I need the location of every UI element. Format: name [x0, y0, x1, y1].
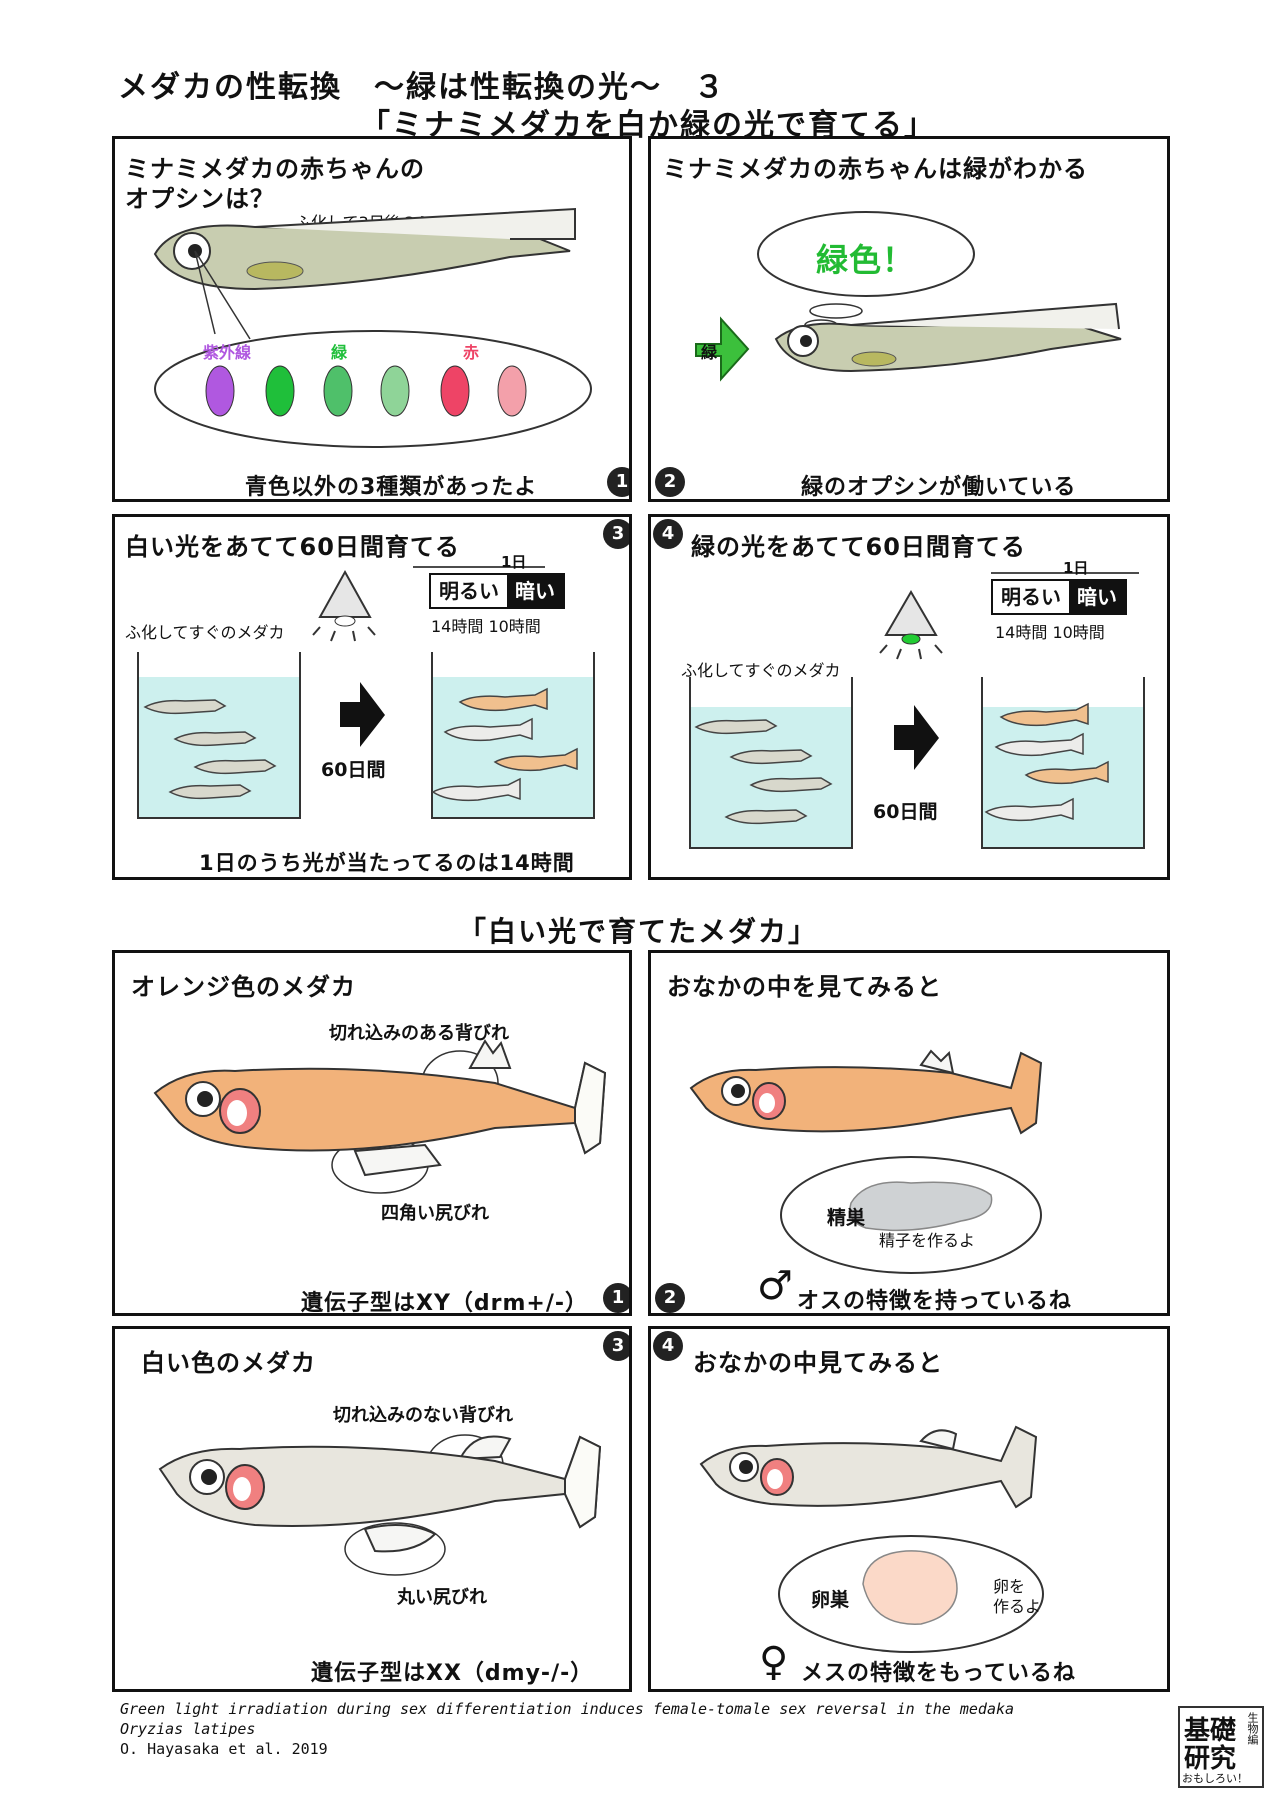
panel-caption: メスの特徴をもっているね	[801, 1661, 1076, 1686]
opsin-green-3	[380, 365, 410, 417]
days-label: 60日間	[873, 801, 938, 823]
lamp-green	[879, 572, 1139, 770]
site-logo: 基礎 研究 生物編 おもしろい！	[1178, 1706, 1264, 1788]
arrow-label: 緑	[701, 343, 718, 362]
female-symbol: ♀	[759, 1639, 790, 1685]
dark-label: 暗い	[1069, 581, 1125, 613]
label-red: 赤	[463, 343, 480, 362]
larva-illustration	[153, 207, 592, 448]
hours-label: 14時間 10時間	[995, 623, 1105, 642]
opsin-red-1	[440, 365, 470, 417]
anal-fin-label: 丸い尻びれ	[397, 1587, 487, 1608]
panel-green-detection: ミナミメダカの赤ちゃんは緑がわかる 緑色！ 緑 2 緑のオプシンが働いている	[648, 136, 1170, 502]
genotype-label: 遺伝子型はXX（dmy-/-）	[311, 1661, 594, 1686]
organ-note: 精子を作るよ	[879, 1231, 976, 1250]
panel-testis: おなかの中を見てみると 精巣 精子を作るよ ♂ オスの特徴を持っているね 2	[648, 950, 1170, 1316]
male-symbol: ♂	[757, 1263, 794, 1309]
white-fish-illustration	[158, 1434, 602, 1576]
panel-number: 1	[603, 1283, 629, 1313]
panel-heading-line2: オプシンは？	[125, 185, 275, 213]
panel-heading: おなかの中見てみると	[693, 1349, 943, 1377]
organ-label: 卵巣	[811, 1589, 850, 1611]
organ-note-line2: 作るよ	[993, 1597, 1042, 1616]
logo-bottom: おもしろい！	[1182, 1772, 1248, 1785]
panel-number: 3	[603, 1331, 629, 1361]
logo-line2: 研究	[1184, 1744, 1237, 1774]
panel-orange-medaka: オレンジ色のメダカ 切れ込みのある背びれ 四角い尻びれ 遺伝子型はXY（drm+…	[112, 950, 632, 1316]
tank-before	[689, 677, 853, 849]
panel-caption: オスの特徴を持っているね	[797, 1289, 1072, 1314]
panel-caption: 緑のオプシンが働いている	[801, 475, 1077, 500]
ovary-illustration	[699, 1425, 1044, 1653]
panel-white-light: 白い光をあてて60日間育てる 3 1日 明るい 暗い 14時間 10時間 ふ化し…	[112, 514, 632, 880]
organ-note-line1: 卵を	[993, 1577, 1026, 1596]
panel-heading: オレンジ色のメダカ	[131, 973, 356, 1001]
bright-label: 明るい	[1001, 585, 1061, 609]
genotype-label: 遺伝子型はXY（drm+/-）	[301, 1291, 589, 1316]
lamp-white	[312, 566, 545, 747]
fry-label: ふ化してすぐのメダカ	[681, 661, 841, 680]
hours-label: 14時間 10時間	[431, 617, 541, 636]
panel-heading: 緑の光をあてて60日間育てる	[691, 533, 1026, 561]
bubble-text: 緑色！	[816, 241, 916, 279]
panel-number: 2	[655, 1283, 685, 1313]
credit-title: Green light irradiation during sex diffe…	[120, 1700, 1015, 1718]
days-label: 60日間	[321, 759, 386, 781]
panel-white-medaka: 白い色のメダカ 3 切れ込みのない背びれ 丸い尻びれ 遺伝子型はXX（dmy-/…	[112, 1326, 632, 1692]
opsin-green-2	[323, 365, 353, 417]
opsin-uv	[205, 365, 235, 417]
label-green: 緑	[331, 343, 348, 362]
dorsal-fin-label: 切れ込みのない背びれ	[333, 1405, 513, 1426]
section-title: 「白い光で育てたメダカ」	[458, 915, 819, 948]
panel-heading: おなかの中を見てみると	[667, 973, 942, 1001]
panel-caption: 1日のうち光が当たってるのは14時間	[199, 851, 575, 875]
orange-fish-illustration	[153, 1039, 607, 1194]
dorsal-fin-label: 切れ込みのある背びれ	[329, 1023, 509, 1044]
panel-caption: 青色以外の3種類があったよ	[245, 475, 538, 500]
panel-heading: 白い光をあてて60日間育てる	[125, 533, 460, 561]
dark-label: 暗い	[507, 575, 563, 607]
bright-label: 明るい	[439, 579, 499, 603]
label-uv: 紫外線	[203, 343, 252, 362]
opsin-red-2	[497, 365, 527, 417]
logo-line1: 基礎	[1184, 1716, 1237, 1746]
panel-number: 1	[607, 467, 629, 497]
panel-larva-opsin: ミナミメダカの赤ちゃんの オプシンは？ ふ化して3日後のミナミメダカ 紫外線 緑…	[112, 136, 632, 502]
credit-species: Oryzias latipes	[120, 1720, 256, 1738]
anal-fin-label: 四角い尻びれ	[381, 1203, 489, 1224]
thought-bubble	[695, 211, 1122, 382]
fry-label: ふ化してすぐのメダカ	[125, 623, 285, 642]
logo-side: 生物編	[1246, 1712, 1259, 1745]
panel-number: 2	[655, 467, 685, 497]
panel-number: 4	[653, 519, 683, 549]
panel-heading: 白い色のメダカ	[141, 1349, 316, 1377]
fish-group	[694, 702, 1109, 825]
opsin-ellipses	[205, 365, 527, 417]
panel-number: 3	[603, 519, 629, 549]
credit-author: O. Hayasaka et al. 2019	[120, 1740, 328, 1758]
page-title: メダカの性転換 ～緑は性転換の光～ ３	[118, 70, 726, 105]
fish-group	[143, 687, 578, 802]
opsin-green-1	[265, 365, 295, 417]
panel-ovary: 4 おなかの中見てみると 卵巣 卵を 作るよ ♀ メスの特徴をもっているね	[648, 1326, 1170, 1692]
testis-illustration	[689, 1049, 1043, 1274]
day-cycle-bar: 明るい 暗い	[429, 573, 565, 609]
panel-heading-line1: ミナミメダカの赤ちゃんの	[125, 155, 425, 183]
day-cycle-bar: 明るい 暗い	[991, 579, 1127, 615]
panel-heading: ミナミメダカの赤ちゃんは緑がわかる	[663, 155, 1088, 183]
organ-label: 精巣	[827, 1207, 866, 1229]
panel-green-light: 4 緑の光をあてて60日間育てる 1日 明るい 暗い 14時間 10時間 ふ化し…	[648, 514, 1170, 880]
panel-number: 4	[653, 1331, 683, 1361]
